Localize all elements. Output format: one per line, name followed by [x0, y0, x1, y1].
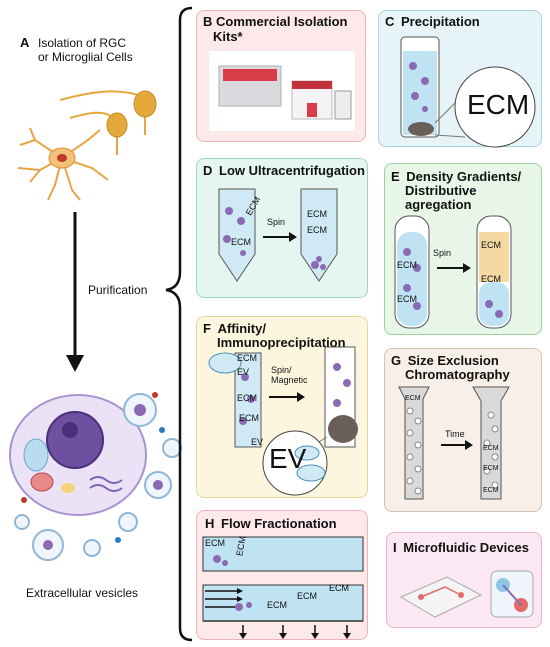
panel-g-title-text: Size Exclusion [407, 353, 499, 368]
panel-h-ecm-label-1: ECM [205, 538, 225, 548]
panel-d-letter: D [203, 163, 213, 178]
panel-g-ecm-label-4: ECM [483, 487, 499, 494]
panel-g-ecm-label-3: ECM [483, 465, 499, 472]
panel-f-action-line2: Magnetic [271, 375, 308, 385]
panel-e-ecm-label-2: ECM [397, 294, 417, 304]
panel-d-title: D Low Ultracentrifugation [203, 164, 365, 178]
panel-b-title-text: Commercial Isolation [216, 14, 348, 29]
panel-e-title-line3: agregation [405, 197, 472, 212]
panel-e-ecm-label-3: ECM [481, 240, 501, 250]
panel-a-title-line2: or Microglial Cells [38, 50, 133, 64]
panel-i: I Microfluidic Devices [386, 532, 542, 628]
kit-photo [209, 51, 355, 131]
panel-c-ecm-label: ECM [467, 89, 530, 120]
precipitation-illustration [400, 36, 536, 148]
microfluidic-illustration [399, 570, 534, 618]
panel-h-ecm-label-4: ECM [297, 591, 317, 601]
panel-d-ecm-label-2: ECM [231, 237, 251, 247]
panel-c-letter: C [385, 14, 395, 29]
panel-h-ecm-label-5: ECM [329, 583, 349, 593]
panel-a-letter: A [20, 35, 30, 50]
panel-f-ev-label-2: EV [251, 437, 264, 447]
panel-c-title-text: Precipitation [401, 14, 480, 29]
panel-c-title: C Precipitation [385, 15, 480, 29]
panel-g-ecm-label-2: ECM [483, 445, 499, 452]
panel-c: C Precipitation ECM [378, 10, 542, 148]
sec-illustration [398, 386, 510, 500]
panel-f-action-line1: Spin/ [271, 365, 292, 375]
panel-h-ecm-label-3: ECM [267, 600, 287, 610]
panel-f: F Affinity/ Immunoprecipitation ECM EV E… [196, 316, 368, 498]
extracellular-vesicles-label: Extracellular vesicles [26, 586, 139, 600]
purification-arrow-head [66, 355, 84, 372]
panel-h-title-text: Flow Fractionation [221, 516, 337, 531]
panel-g-title-line1: G Size Exclusion [391, 354, 499, 368]
panel-g-title-line2: Chromatography [405, 367, 510, 382]
panel-f-ecm-label-3: ECM [239, 413, 259, 423]
panel-b-letter: B [203, 14, 213, 29]
panel-f-ev-label-1: EV [237, 367, 250, 377]
panel-h-title: H Flow Fractionation [205, 517, 337, 531]
panel-i-letter: I [393, 540, 397, 555]
rgc-soma-2 [106, 112, 128, 138]
panel-g-ecm-label-1: ECM [405, 395, 421, 402]
panel-e-title-line2: Distributive [405, 183, 477, 198]
panel-d-title-text: Low Ultracentrifugation [219, 163, 365, 178]
panel-f-title-line1: F Affinity/ [203, 322, 266, 336]
panel-f-title-text: Affinity/ [217, 321, 266, 336]
panel-e-title-text: Density Gradients/ [406, 169, 522, 184]
panel-b: B Commercial Isolation Kits* [196, 10, 366, 142]
rgc-neuron-1 [59, 90, 146, 135]
panel-d: D Low Ultracentrifugation ECM ECM Spin E… [196, 158, 368, 298]
panel-g-letter: G [391, 353, 402, 368]
panel-g: G Size Exclusion Chromatography ECM Time… [384, 348, 542, 512]
extracellular-vesicles-cluster [14, 392, 182, 561]
panel-e-title-line1: E Density Gradients/ [391, 170, 521, 184]
ultracentrifuge-illustration [218, 188, 338, 282]
panel-e-letter: E [391, 169, 400, 184]
flow-fractionation-illustration [202, 536, 364, 639]
panel-d-ecm-label-4: ECM [307, 225, 327, 235]
panel-i-title-text: Microfluidic Devices [403, 540, 529, 555]
panel-f-ecm-label-2: ECM [237, 393, 257, 403]
panel-e-spin-label: Spin [433, 248, 452, 258]
panel-b-title-line2: Kits* [213, 29, 243, 44]
panel-i-title: I Microfluidic Devices [393, 541, 529, 555]
affinity-illustration [208, 346, 358, 496]
panel-f-ecm-label-1: ECM [237, 353, 257, 363]
panel-f-letter: F [203, 321, 211, 336]
purification-brace [165, 6, 193, 642]
density-gradient-illustration [394, 215, 512, 329]
panel-a-title-line1: Isolation of RGC [38, 36, 127, 50]
panel-h-letter: H [205, 516, 215, 531]
panel-b-title-line1: B Commercial Isolation [203, 15, 348, 29]
rgc-soma-1 [133, 90, 157, 118]
nucleus [46, 411, 104, 469]
panel-d-spin-label: Spin [267, 217, 286, 227]
panel-g-time-label: Time [445, 429, 465, 439]
panel-d-ecm-label-3: ECM [307, 209, 327, 219]
panel-e-ecm-label-4: ECM [481, 274, 501, 284]
panel-h: H Flow Fractionation ECM ECM ECM ECM ECM [196, 510, 368, 640]
panel-e: E Density Gradients/ Distributive agrega… [384, 163, 542, 335]
panel-f-ev-big-label: EV [269, 443, 307, 474]
panel-e-ecm-label-1: ECM [397, 260, 417, 270]
purification-label: Purification [88, 283, 148, 297]
panel-f-title-line2: Immunoprecipitation [217, 335, 346, 350]
